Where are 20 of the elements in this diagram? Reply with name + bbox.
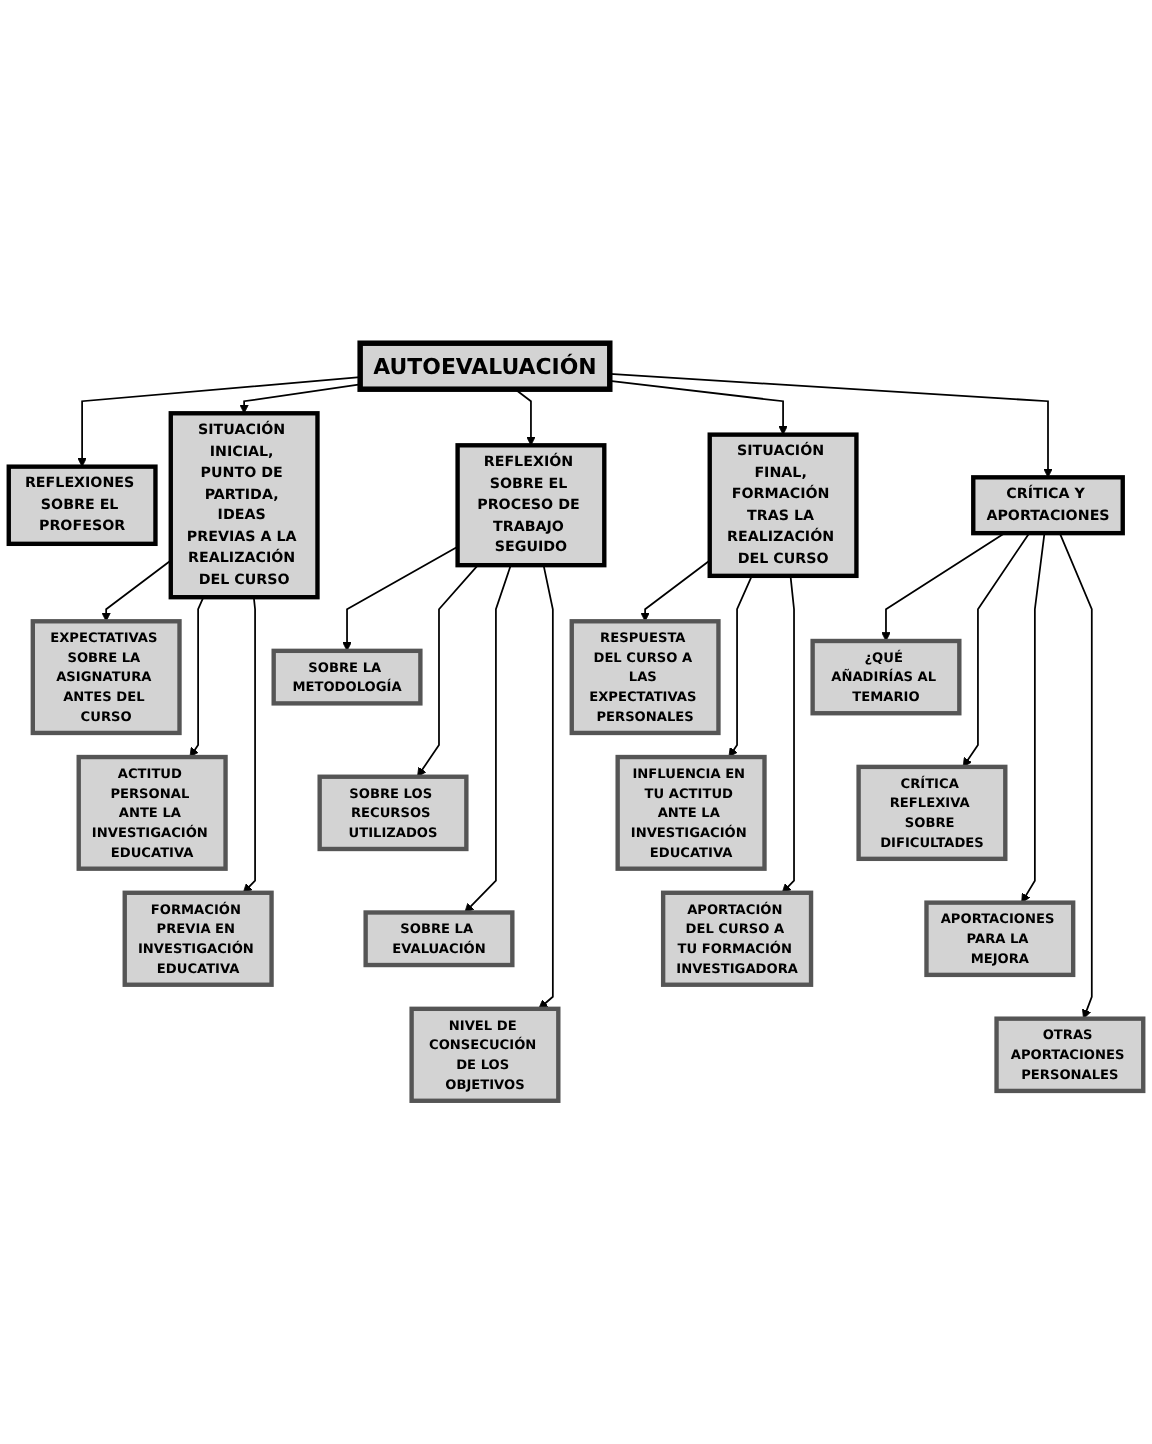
arrow bbox=[242, 596, 256, 894]
arrow bbox=[417, 564, 479, 778]
arrow bbox=[962, 532, 1031, 768]
arrow bbox=[1021, 532, 1046, 904]
arrow bbox=[189, 596, 205, 758]
arrow bbox=[342, 545, 459, 652]
arrow bbox=[77, 376, 362, 468]
arrow bbox=[640, 559, 711, 622]
arrow bbox=[464, 564, 512, 913]
node-box: AUTOEVALUACIÓN bbox=[357, 340, 613, 392]
arrow bbox=[608, 380, 788, 436]
arrow bbox=[101, 559, 172, 622]
arrow bbox=[239, 383, 362, 414]
arrow bbox=[608, 373, 1053, 478]
arrow bbox=[781, 574, 795, 894]
arrow bbox=[538, 564, 554, 1010]
arrow bbox=[728, 574, 753, 758]
arrow bbox=[514, 388, 536, 446]
arrow bbox=[1058, 532, 1093, 1020]
arrow bbox=[881, 532, 1006, 642]
